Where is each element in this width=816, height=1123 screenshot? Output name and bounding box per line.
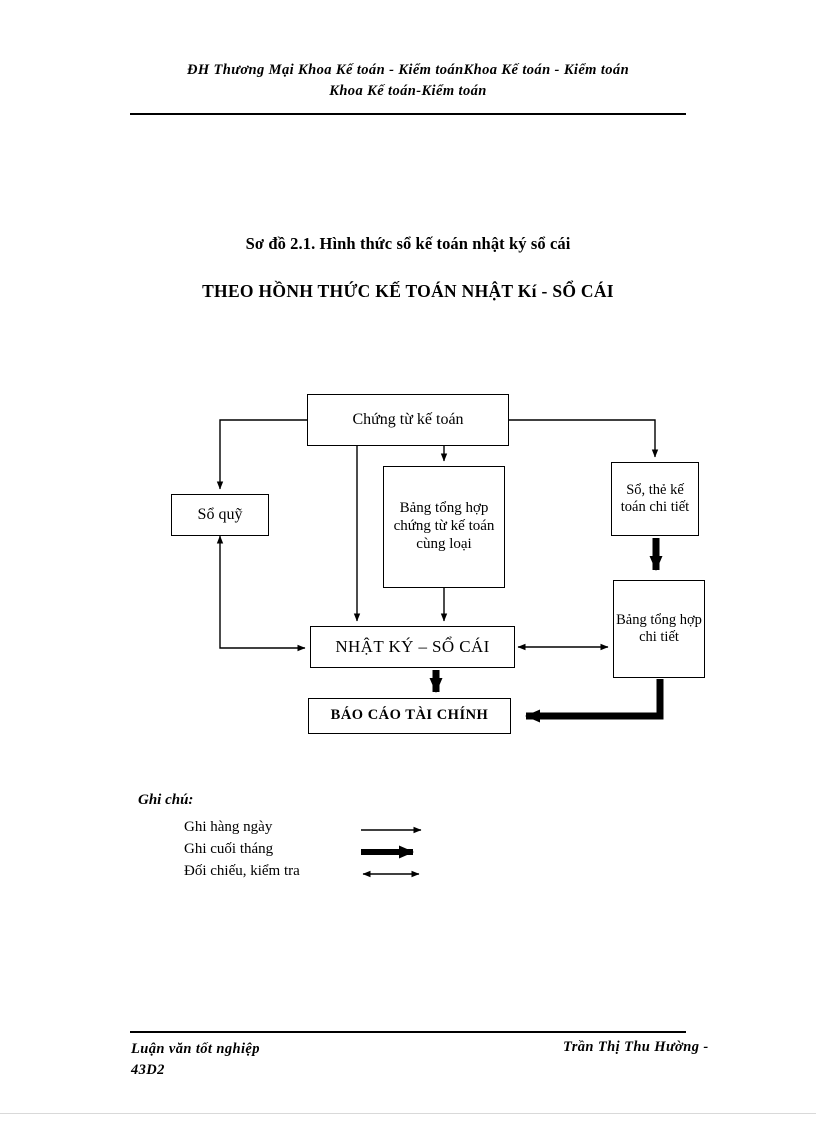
footer-left: Luận văn tốt nghiệp 43D2 (131, 1039, 260, 1081)
connector-chungtu-to-soquy (216, 419, 307, 490)
node-bang-tong-hop-chung-tu-label: Bảng tổng hợp chứng từ kế toán cùng loại (393, 500, 495, 552)
header-line-2: Khoa Kế toán-Kiểm toán (329, 83, 487, 99)
node-bang-tong-hop-chi-tiet-label: Bảng tổng hợp chi tiết (616, 611, 702, 645)
legend-item-monthly-label: Ghi cuối tháng (184, 841, 274, 857)
page-bottom-edge (0, 1113, 816, 1114)
legend-title: Ghi chú: (138, 792, 194, 808)
node-so-quy-label: Sổ quỹ (197, 505, 243, 523)
header-divider (130, 113, 686, 115)
legend-item-daily-label: Ghi hàng ngày (184, 819, 273, 835)
footer-left-line-1: Luận văn tốt nghiệp (131, 1041, 260, 1057)
double-headed-arrow-icon (362, 870, 420, 878)
thick-arrow-right-icon (361, 845, 414, 859)
node-so-quy: Sổ quỹ (171, 494, 269, 536)
connector-soquy-nhatky-reconcile (216, 535, 306, 652)
figure-caption: Sơ đồ 2.1. Hình thức sổ kế toán nhật ký … (245, 234, 571, 253)
legend-item-reconcile: Đối chiếu, kiểm tra (184, 863, 444, 885)
node-nhat-ky-so-cai-label: NHẬT KÝ – SỔ CÁI (335, 636, 490, 656)
node-bang-tong-hop-chung-tu: Bảng tổng hợp chứng từ kế toán cùng loại (383, 466, 505, 588)
header-line-1: ÐH Thương Mại Khoa Kế toán - Kiểm toánKh… (186, 62, 630, 78)
node-bang-tong-hop-chi-tiet: Bảng tổng hợp chi tiết (613, 580, 705, 678)
node-chung-tu-ke-toan: Chứng từ kế toán (307, 394, 509, 446)
legend-item-daily: Ghi hàng ngày (184, 819, 444, 841)
node-so-the-ke-toan-chi-tiet: Sổ, thẻ kế toán chi tiết (611, 462, 699, 536)
thin-arrow-right-icon (361, 826, 422, 834)
node-bao-cao-tai-chinh-label: BÁO CÁO TÀI CHÍNH (330, 707, 489, 724)
connector-bangchitiet-to-baocao (525, 679, 664, 723)
node-chung-tu-ke-toan-label: Chứng từ kế toán (352, 410, 464, 428)
legend-item-reconcile-label: Đối chiếu, kiểm tra (184, 863, 300, 879)
legend-rows: Ghi hàng ngày Ghi cuối tháng (184, 819, 444, 885)
footer-right: Trần Thị Thu Hường - (563, 1039, 709, 1055)
connector-chungtu-to-sothe (509, 419, 659, 458)
legend-item-monthly: Ghi cuối tháng (184, 841, 444, 863)
footer-left-line-2: 43D2 (131, 1062, 165, 1078)
footer-divider (130, 1031, 686, 1033)
node-bao-cao-tai-chinh: BÁO CÁO TÀI CHÍNH (308, 698, 511, 734)
page-header: ÐH Thương Mại Khoa Kế toán - Kiểm toánKh… (130, 60, 686, 102)
node-nhat-ky-so-cai: NHẬT KÝ – SỔ CÁI (310, 626, 515, 668)
node-so-the-ke-toan-chi-tiet-label: Sổ, thẻ kế toán chi tiết (620, 481, 690, 515)
page-title: THEO HỒNH THỨC KẾ TOÁN NHẬT Kí - SỔ CÁI (202, 281, 614, 301)
